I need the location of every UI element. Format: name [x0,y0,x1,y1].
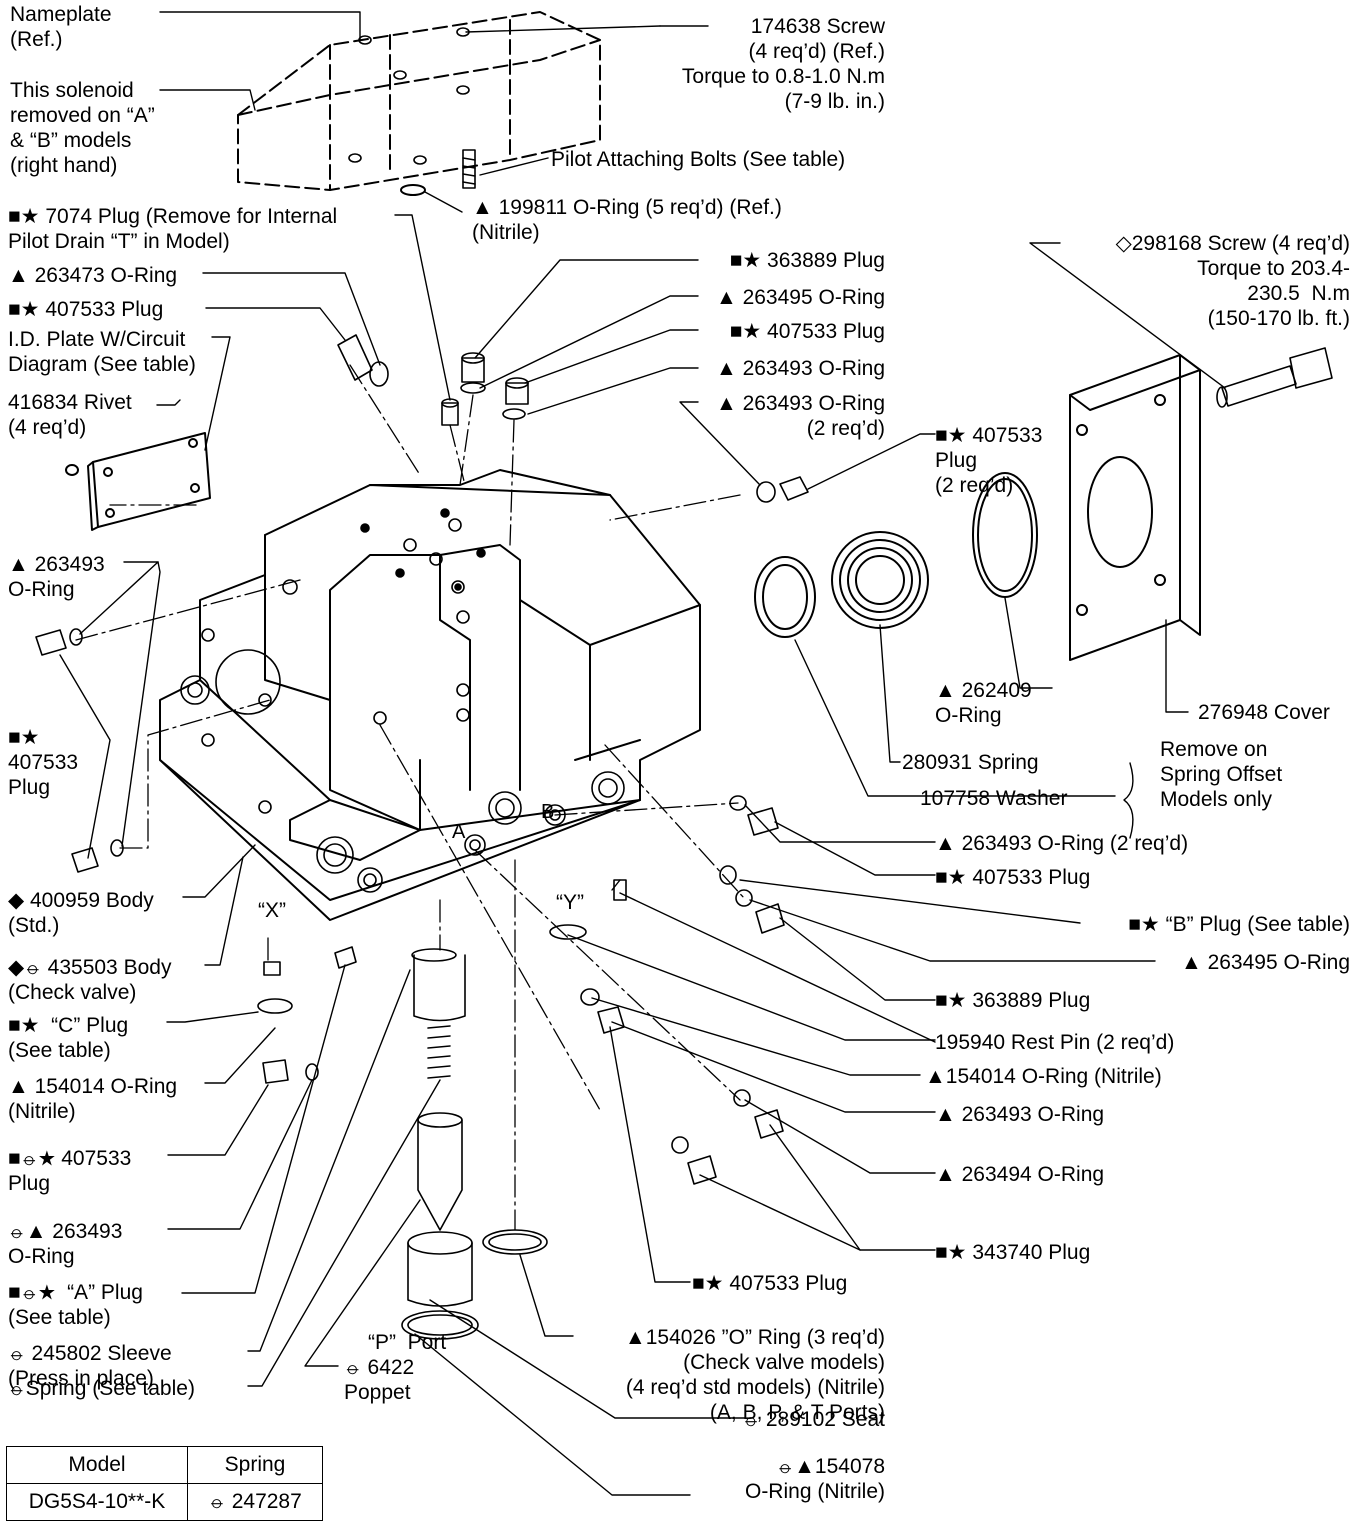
label-oring-263495-top: ▲ 263495 O-Ring [715,286,885,309]
cover-276948 [1069,354,1201,661]
label-plug-407533-top: ■★ 407533 Plug [729,320,885,343]
label-rivet-416834: 416834 Rivet (4 req’d) [8,391,132,439]
small-parts [35,628,785,1185]
label-pilot-attaching-bolts: Pilot Attaching Bolts (See table) [551,148,846,171]
leader-lines [59,11,1226,1496]
label-washer-107758: 107758 Washer [920,787,1068,810]
marker-y: “Y” [556,891,584,914]
label-oring-263493-left: ▲ 263493 O-Ring [8,553,105,601]
label-oring-262409: ▲ 262409 O-Ring [935,679,1032,727]
label-oring-263493-right: ▲ 263493 O-Ring [935,1103,1105,1126]
label-p-port: “P” Port [368,1331,447,1354]
check-valve-parts [401,948,548,1340]
body-ports [180,579,625,893]
pilot-bolt [462,149,476,189]
valve-body [159,469,701,921]
label-seat-289102: ⦵ 289102 Seat [742,1408,885,1431]
solenoid-outline [237,11,601,191]
label-body-435503: ◆⦵ 435503 Body (Check valve) [8,956,172,1004]
label-oring-154026: ▲154026 ”O” Ring (3 req’d) (Check valve … [624,1326,885,1424]
label-oring-263493-2req: ▲ 263493 O-Ring (2 req’d) [715,392,885,440]
marker-a: A [452,821,466,843]
label-oring-263493-check: ⦵▲ 263493 O-Ring [8,1220,123,1268]
screw-298168 [1216,347,1333,408]
label-plug-407533-right: ■★ 407533 Plug [935,866,1091,889]
solenoid-screws [348,27,470,165]
label-rest-pin-195940: 195940 Rest Pin (2 req’d) [935,1031,1175,1054]
label-plug-363889-right: ■★ 363889 Plug [935,989,1091,1012]
assembly-centerlines [75,364,745,1231]
label-nameplate: Nameplate (Ref.) [10,3,112,51]
label-solenoid-removed: This solenoid removed on “A” & “B” model… [10,79,155,177]
top-parts [337,334,809,503]
marker-x: “X” [258,899,286,922]
table-row: DG5S4-10**-K ⦵ 247287 [6,1483,323,1521]
table-cell-spring: ⦵ 247287 [187,1483,323,1521]
table-header-row: Model Spring [6,1446,323,1484]
label-spring-check: ⦵Spring (See table) [8,1377,195,1400]
oring-199811-shape [400,184,426,196]
label-plug-c: ■★ “C” Plug (See table) [8,1014,129,1062]
label-spring-280931: 280931 Spring [902,751,1039,774]
label-plug-407533-top-left: ■★ 407533 Plug [8,298,164,321]
marker-b: B [541,801,555,823]
table-cell-model: DG5S4-10**-K [6,1483,188,1521]
body-top-holes [360,508,486,594]
label-plug-b: ■★ “B” Plug (See table) [1128,913,1350,936]
spring-offset-parts [754,472,1038,638]
label-plug-363889-top: ■★ 363889 Plug [729,249,885,272]
id-plate [65,432,211,531]
label-cover-276948: 276948 Cover [1198,701,1330,724]
label-screw-298168: ◇298168 Screw (4 req’d) Torque to 203.4-… [1115,232,1350,330]
label-body-400959: ◆ 400959 Body (Std.) [8,889,154,937]
table-header-spring: Spring [187,1446,323,1484]
label-oring-263494: ▲ 263494 O-Ring [935,1163,1105,1186]
label-oring-263495-right: ▲ 263495 O-Ring [1180,951,1350,974]
label-poppet-6422: ⦵ 6422 Poppet [344,1356,415,1404]
label-plug-7074: ■★ 7074 Plug (Remove for Internal Pilot … [8,205,338,253]
table-header-model: Model [6,1446,188,1484]
label-remove-note: Remove on Spring Offset Models only [1160,738,1283,811]
label-oring-154078: ⦵▲154078 O-Ring (Nitrile) [744,1455,885,1503]
label-oring-263493-top: ▲ 263493 O-Ring [715,357,885,380]
label-oring-263493-2req-b: ▲ 263493 O-Ring (2 req’d) [935,832,1189,855]
label-sleeve-245802: ⦵ 245802 Sleeve (Press in place) [8,1342,172,1390]
label-oring-263473: ▲ 263473 O-Ring [8,264,178,287]
label-oring-199811: ▲ 199811 O-Ring (5 req’d) (Ref.) (Nitril… [472,196,782,244]
label-screw-174638: 174638 Screw (4 req’d) (Ref.) Torque to … [681,15,885,113]
label-oring-154014-right: ▲154014 O-Ring (Nitrile) [925,1065,1162,1088]
label-plug-343740: ■★ 343740 Plug [935,1241,1091,1264]
label-plug-a: ■⦵★ “A” Plug (See table) [8,1281,143,1329]
label-plug-407533-check: ■⦵★ 407533 Plug [8,1147,132,1195]
spring-table: Model Spring DG5S4-10**-K ⦵ 247287 [6,1446,323,1521]
label-oring-154014-left: ▲ 154014 O-Ring (Nitrile) [8,1075,178,1123]
label-plug-407533-left: ■★ 407533 Plug [8,726,79,799]
label-plug-407533-2req: ■★ 407533 Plug (2 req’d) [935,424,1043,497]
label-id-plate: I.D. Plate W/Circuit Diagram (See table) [8,328,196,376]
label-plug-407533-bottom: ■★ 407533 Plug [692,1272,848,1295]
